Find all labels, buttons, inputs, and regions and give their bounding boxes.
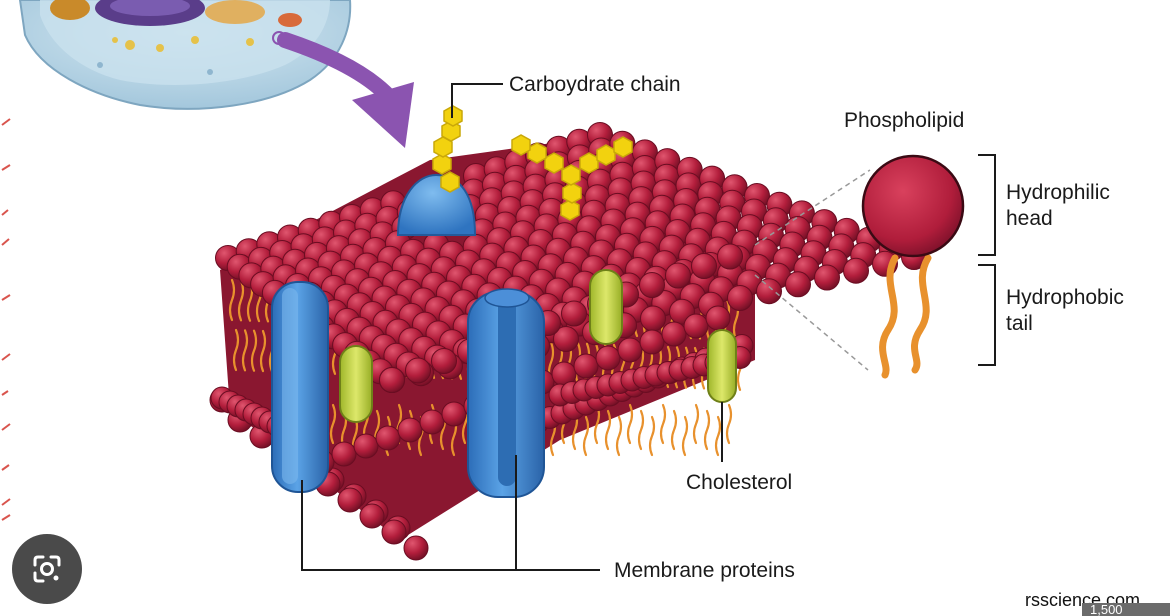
phospholipid-tail [703,409,711,451]
zoom-guide-lines [754,169,871,371]
phospholipid-tail [259,329,267,373]
phospholipid-head [353,433,379,459]
phospholipid-tail [626,403,634,445]
phospholipid-head [441,401,467,427]
phospholipid-head [814,264,840,291]
hydrophilic-label-line1: Hydrophilic [1006,181,1110,204]
phospholipid-head [397,417,423,443]
membrane-proteins-label: Membrane proteins [614,559,795,582]
phospholipid-head [381,519,407,545]
phospholipid-tail [241,329,249,372]
cholesterol-molecule-1 [589,269,623,345]
carbohydrate-chain-linear [432,105,463,193]
phospholipid-head [403,535,429,561]
phospholipid-head [553,326,579,352]
phospholipid-tail [714,415,722,457]
phospholipid-head [661,321,687,347]
hydrophilic-head-label: Hydrophilic head [1006,180,1110,233]
phospholipid-tail [582,415,590,457]
phospholipid-tail [725,403,733,445]
phospholipid-head [331,441,357,467]
phospholipid-head [717,243,743,270]
phospholipid-head [431,348,457,374]
hydrophobic-label-line1: Hydrophobic [1006,286,1124,309]
phospholipid-head [727,285,753,311]
phospholipid-tail [648,415,656,457]
phospholipid-head [561,300,587,327]
cholesterol-molecule-3 [707,329,737,403]
phospholipid-tail [659,403,667,445]
phospholipid-tail [615,415,623,457]
phospholipid-head [691,253,717,279]
phospholipid-tail [670,409,678,451]
phospholipid-head [573,353,599,379]
cholesterol-label: Cholesterol [686,471,793,494]
edge-doodles [1,118,11,521]
leader-lines [301,83,996,571]
phospholipid-head [405,357,431,384]
cholesterol-molecule-2 [339,345,373,423]
phospholipid-head [359,503,385,529]
phospholipid-head [639,329,665,355]
phospholipid-head [595,345,621,371]
hydrophilic-label-line2: head [1006,207,1053,231]
phospholipid-tail [228,278,236,322]
carbohydrate-chain-branched [511,134,633,221]
membrane-protein-middle [467,288,545,498]
phospholipid-label: Phospholipid [844,109,965,132]
phospholipid-head [617,337,643,363]
hydrophobic-tail-label: Hydrophobic tail [1006,285,1124,338]
phospholipid-head [337,487,363,513]
phospholipid-detail [861,154,965,379]
phospholipid-tail [692,403,700,445]
phospholipid-head [665,262,691,289]
google-lens-button[interactable] [12,534,82,604]
phospholipid-head [640,305,666,332]
phospholipid-head [785,271,811,298]
phospholipid-head [756,278,782,305]
phospholipid-tail [604,409,612,451]
phospholipid-head [843,257,869,284]
phospholipid-tail [681,415,689,457]
phospholipid-head [683,313,709,339]
google-lens-icon [33,555,61,583]
phospholipid-tail [637,409,645,451]
carbohydrate-chain-label: Carboydrate chain [509,73,681,96]
phospholipid-head [375,425,401,451]
phospholipid-tail [232,328,240,372]
phospholipid-head [379,367,405,393]
hydrophobic-label-line2: tail [1006,312,1033,336]
phospholipid-tail [329,403,337,445]
image-size-badge: 1,500 [1082,603,1170,616]
cell-illustration [18,0,352,110]
phospholipid-head [419,409,445,435]
phospholipid-tail [237,279,245,322]
peripheral-protein [396,173,477,236]
phospholipid-tail [250,329,258,372]
zoom-arrow [277,32,414,148]
phospholipid-head [705,305,731,331]
phospholipid-head [639,272,665,298]
membrane-protein-left [271,281,329,493]
